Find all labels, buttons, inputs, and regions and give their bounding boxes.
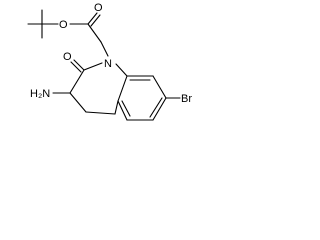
atom-ester-oxygen: O: [59, 19, 68, 31]
bond-carbonyl-double-2: [90, 14, 101, 27]
bond-ring-c2-ch2: [114, 100, 119, 115]
bond-ring-c3-c2: [117, 100, 128, 121]
bond-ch2-to-ch2-b: [85, 111, 116, 115]
bond-carbonyl-to-ch2: [87, 23, 102, 43]
bond-ring-c1-c2: [117, 75, 128, 102]
bond-ch2-to-n: [100, 41, 109, 57]
bond-carbonyl-double-1: [87, 12, 98, 25]
bond-lactam-to-ch: [69, 69, 85, 94]
bond-ring-n-c1: [115, 63, 128, 77]
bond-ring-c5-c4: [152, 97, 167, 121]
atom-bromine: Br: [181, 93, 192, 105]
bond-n-to-lactam-c: [83, 62, 103, 71]
atom-ester-carbonyl-oxygen: O: [94, 2, 103, 14]
atom-lactam-oxygen: O: [63, 51, 72, 63]
atom-amine: H₂N: [30, 88, 50, 100]
bond-ring-c3-c2-inner: [121, 100, 131, 117]
bond-lactam-double-1: [73, 59, 85, 71]
bond-ring-c5-c4-inner: [149, 97, 163, 118]
atom-ring-nitrogen: N: [104, 58, 112, 70]
bond-lactam-double-2: [70, 61, 82, 73]
structure-canvas: O O N O H₂N Br: [0, 0, 210, 160]
molecule-diagram: O O N O H₂N Br: [27, 2, 192, 121]
bond-ch-to-ch2-a: [69, 92, 87, 113]
bond-ring-c6-c5: [152, 75, 167, 99]
